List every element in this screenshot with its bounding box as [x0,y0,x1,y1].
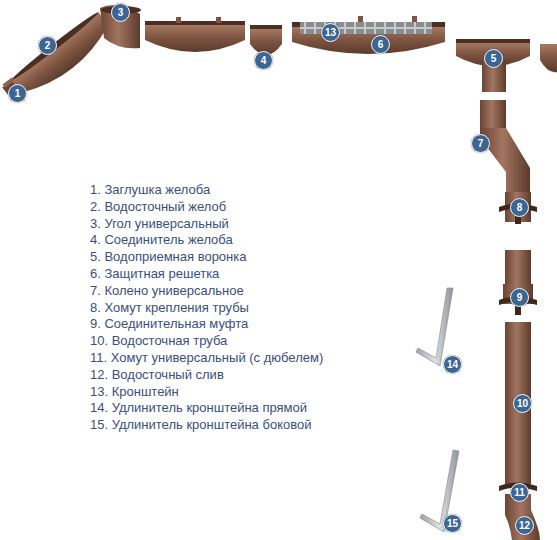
part-name: 11. Хомут универсальный (с дюбелем) [90,350,323,366]
gutter-rim [10,10,100,82]
part-name: 9. Соединительная муфта [90,316,248,332]
gutter-tab [412,16,417,22]
callout-number: 12 [515,516,534,535]
gutter-rim [145,21,245,25]
callout-number: 11 [510,483,529,502]
part-name: 7. Колено универсальное [90,283,244,299]
part-name: 15. Удлинитель кронштейна боковой [90,417,311,433]
callout-number: 5 [484,49,503,68]
funnel-rim [456,39,530,43]
callout-number: 6 [371,35,390,54]
callout-number: 2 [38,36,57,55]
elbow-upper [480,100,506,130]
grid-mesh [300,22,432,34]
callout-number: 7 [471,134,490,153]
part-name: 5. Водоприемная воронка [90,249,246,265]
callout-number: 13 [321,23,340,42]
gutter-rim [250,25,282,29]
part-name: 10. Водосточная труба [90,333,227,349]
gutter-tab [216,17,221,23]
callout-number: 14 [443,355,462,374]
part-name: 8. Хомут крепления трубы [90,300,249,316]
callout-number: 8 [510,198,529,217]
diagonal-gutter [0,10,115,110]
downpipe [505,322,531,484]
part-name: 6. Защитная решетка [90,266,219,282]
gutter-tab [176,17,181,23]
gutter-tab [358,16,363,22]
part-name: 13. Кронштейн [90,384,179,400]
callout-number: 9 [510,288,529,307]
gutter-body [540,44,557,72]
part-name: 4. Соединитель желоба [90,232,233,248]
gutter-body [12,12,116,102]
part-name: 12. Водосточный слив [90,367,224,383]
callout-number: 1 [8,84,27,103]
straight-extender [416,288,453,366]
callout-number: 15 [443,514,462,533]
callout-number: 10 [513,394,532,413]
part-name: 2. Водосточный желоб [90,199,226,215]
part-name: 3. Угол универсальный [90,216,229,232]
part-name: 14. Удлинитель кронштейна прямой [90,400,307,416]
protective-grid [300,22,432,34]
callout-number: 4 [254,51,273,70]
callout-number: 3 [111,3,130,22]
part-name: 1. Заглушка желоба [90,182,210,198]
gutter-body [145,24,245,52]
